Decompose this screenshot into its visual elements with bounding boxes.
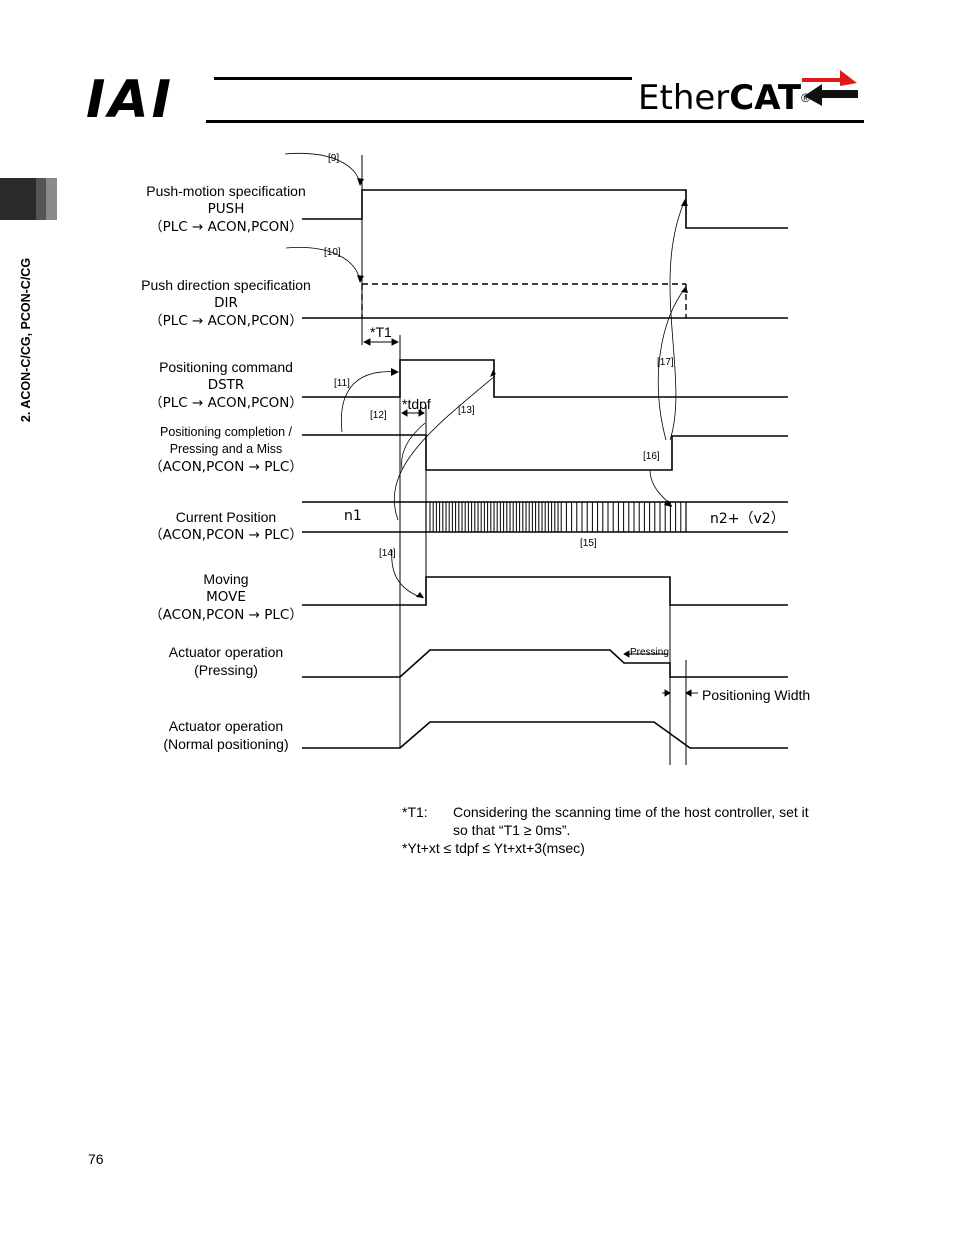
dstr-name: Positioning command (159, 359, 293, 375)
move-name: Moving (203, 571, 249, 587)
pend-signal-label: Positioning completion / Pressing and a … (149, 424, 303, 476)
pend-direction: （ACON,PCON → PLC） (149, 459, 303, 475)
ref-12-curve (401, 422, 426, 471)
note-t1-line2: so that “T1 ≥ 0ms”. (453, 822, 571, 838)
act-press-signal-label: Actuator operation (Pressing) (169, 643, 283, 679)
push-name: Push-motion specification (146, 183, 306, 199)
act-press-waveform (302, 649, 788, 678)
pos-value-end: n2+（v2） (710, 511, 785, 527)
ethercat-logo-light: Ether (638, 78, 730, 118)
ref-10: [10] (324, 247, 341, 258)
dir-name: Push direction specification (141, 277, 311, 293)
act-norm-name-line1: Actuator operation (168, 718, 284, 734)
ethercat-arrows-icon (802, 70, 858, 106)
ref-15: [15] (580, 538, 597, 549)
pos-hatch (429, 502, 682, 532)
move-signal-label: Moving MOVE （ACON,PCON → PLC） (149, 570, 303, 624)
pos-signal-label: Current Position （ACON,PCON → PLC） (149, 508, 303, 544)
pos-name: Current Position (175, 509, 277, 525)
tdpf-label: *tdpf (402, 396, 431, 412)
push-code: PUSH (207, 201, 245, 217)
dstr-signal-label: Positioning command DSTR （PLC → ACON,PCO… (149, 358, 303, 412)
pend-waveform (302, 434, 788, 471)
ref-14: [14] (379, 548, 396, 559)
move-direction: （ACON,PCON → PLC） (149, 607, 303, 623)
dstr-waveform (302, 359, 788, 398)
ref-16-curve (649, 469, 673, 507)
dir-code: DIR (214, 295, 238, 311)
ref-11: [11] (334, 378, 350, 389)
dir-direction: （PLC → ACON,PCON） (149, 313, 303, 329)
act-press-name-line1: Actuator operation (168, 644, 284, 660)
dstr-code: DSTR (207, 377, 245, 393)
ref-13-curve (393, 375, 496, 521)
ethercat-logo-reg: ® (801, 91, 810, 105)
page-number: 76 (88, 1151, 104, 1167)
act-norm-name-line2: (Normal positioning) (163, 736, 289, 752)
ref-16: [16] (643, 451, 660, 462)
iai-logo: IAI (86, 70, 174, 130)
side-tab-dark (0, 178, 36, 220)
dstr-direction: （PLC → ACON,PCON） (149, 395, 303, 411)
note-t1-key: *T1: (402, 804, 428, 820)
ref-17b-curve (657, 286, 687, 441)
ethercat-logo: EtherCAT® (638, 78, 810, 118)
act-norm-waveform (302, 721, 788, 749)
ref-9-curve (284, 152, 361, 186)
note-tdpf: *Yt+xt ≤ tdpf ≤ Yt+xt+3(msec) (402, 840, 585, 856)
ethercat-logo-bold: CAT (729, 78, 802, 118)
note-t1-text: Considering the scanning time of the hos… (453, 803, 809, 839)
ref-9: [9] (328, 153, 340, 164)
ref-11-curve (340, 371, 399, 433)
pos-value-start: n1 (344, 508, 362, 524)
move-code: MOVE (206, 589, 246, 605)
move-waveform (302, 576, 788, 606)
pend-name-line2: Pressing and a Miss (169, 442, 283, 456)
side-tab-mid (36, 178, 46, 220)
push-signal-label: Push-motion specification PUSH （PLC → AC… (146, 182, 306, 236)
ref-13: [13] (458, 405, 475, 416)
ref-17a-curve (669, 199, 686, 441)
note-t1-line1: Considering the scanning time of the hos… (453, 804, 809, 820)
dir-signal-label: Push direction specification DIR （PLC → … (141, 276, 311, 330)
pend-name-line1: Positioning completion / (159, 425, 293, 439)
act-press-name-line2: (Pressing) (194, 662, 258, 678)
act-norm-signal-label: Actuator operation (Normal positioning) (163, 717, 288, 753)
side-tab-light (46, 178, 57, 220)
ref-12: [12] (370, 410, 387, 421)
ref-17: [17] (657, 357, 674, 368)
header-rule-top (214, 77, 632, 80)
header-rule-bottom (206, 120, 864, 123)
push-waveform (302, 189, 788, 229)
t1-label: *T1 (370, 324, 392, 340)
pressing-label: Pressing (630, 647, 669, 658)
push-direction: （PLC → ACON,PCON） (149, 219, 303, 235)
pos-direction: （ACON,PCON → PLC） (149, 527, 303, 543)
ref-14-curve (391, 549, 424, 599)
positioning-width-label: Positioning Width (702, 687, 811, 703)
